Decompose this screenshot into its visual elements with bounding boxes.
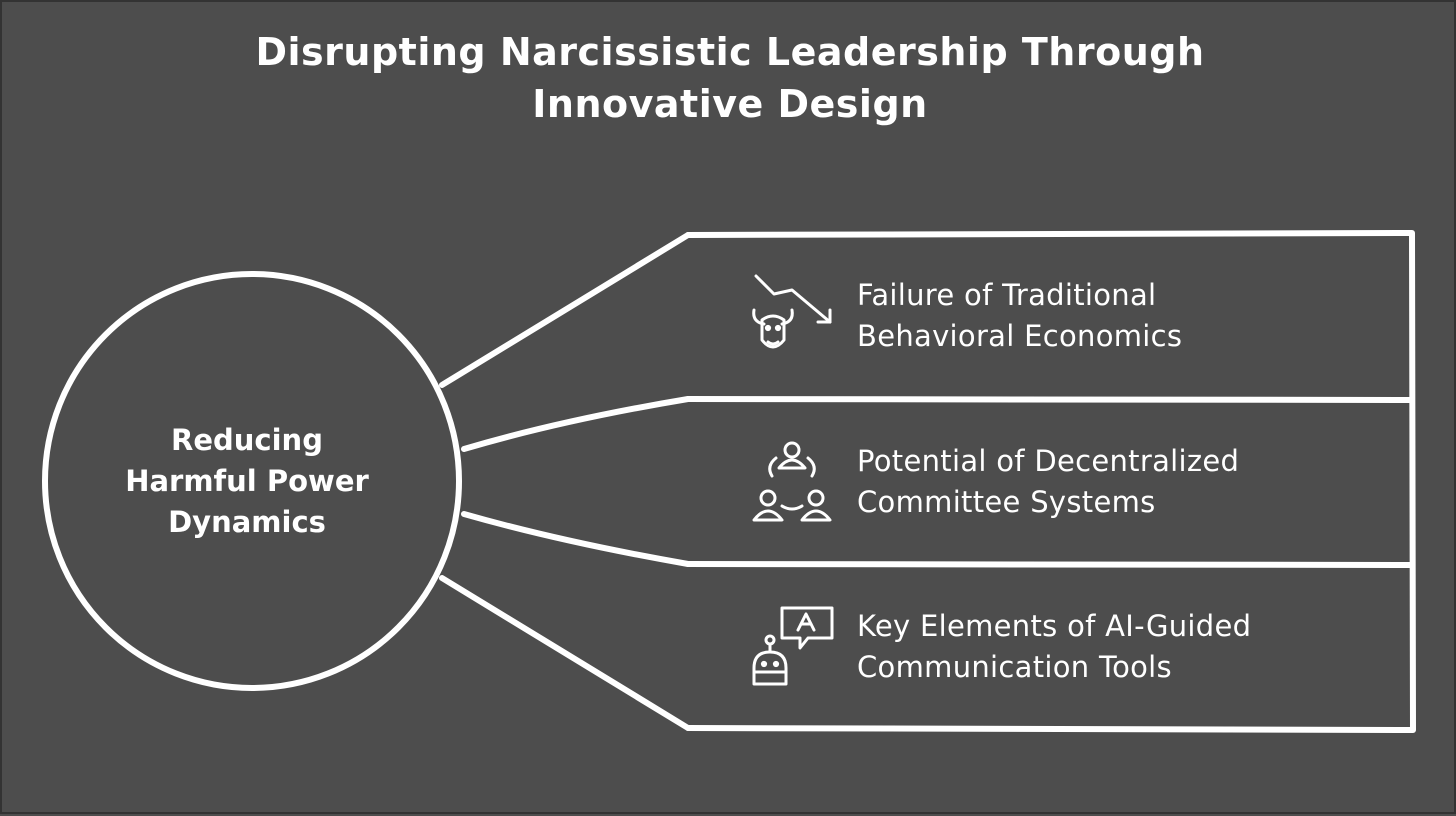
band-divider-2 — [685, 561, 1414, 568]
branch-label-committee-systems: Potential of Decentralized Committee Sys… — [857, 444, 1240, 519]
robot-chat-icon — [752, 606, 834, 686]
connector-3 — [461, 511, 691, 567]
branch-label-behavioral-economics: Failure of Traditional Behavioral Econom… — [857, 278, 1183, 353]
connector-2 — [461, 396, 691, 452]
group-network-icon — [752, 441, 832, 522]
bull-falling-chart-icon — [752, 274, 832, 349]
branch-label-ai-communication: Key Elements of AI-Guided Communication … — [857, 609, 1252, 684]
band-divider-1 — [685, 396, 1414, 403]
hub-label: Reducing Harmful Power Dynamics — [125, 423, 369, 539]
hub-circle — [42, 271, 462, 691]
connector-4 — [439, 575, 691, 731]
connector-1 — [439, 232, 691, 388]
page-title: Disrupting Narcissistic Leadership Throu… — [255, 30, 1205, 126]
band-outline — [685, 230, 1416, 733]
